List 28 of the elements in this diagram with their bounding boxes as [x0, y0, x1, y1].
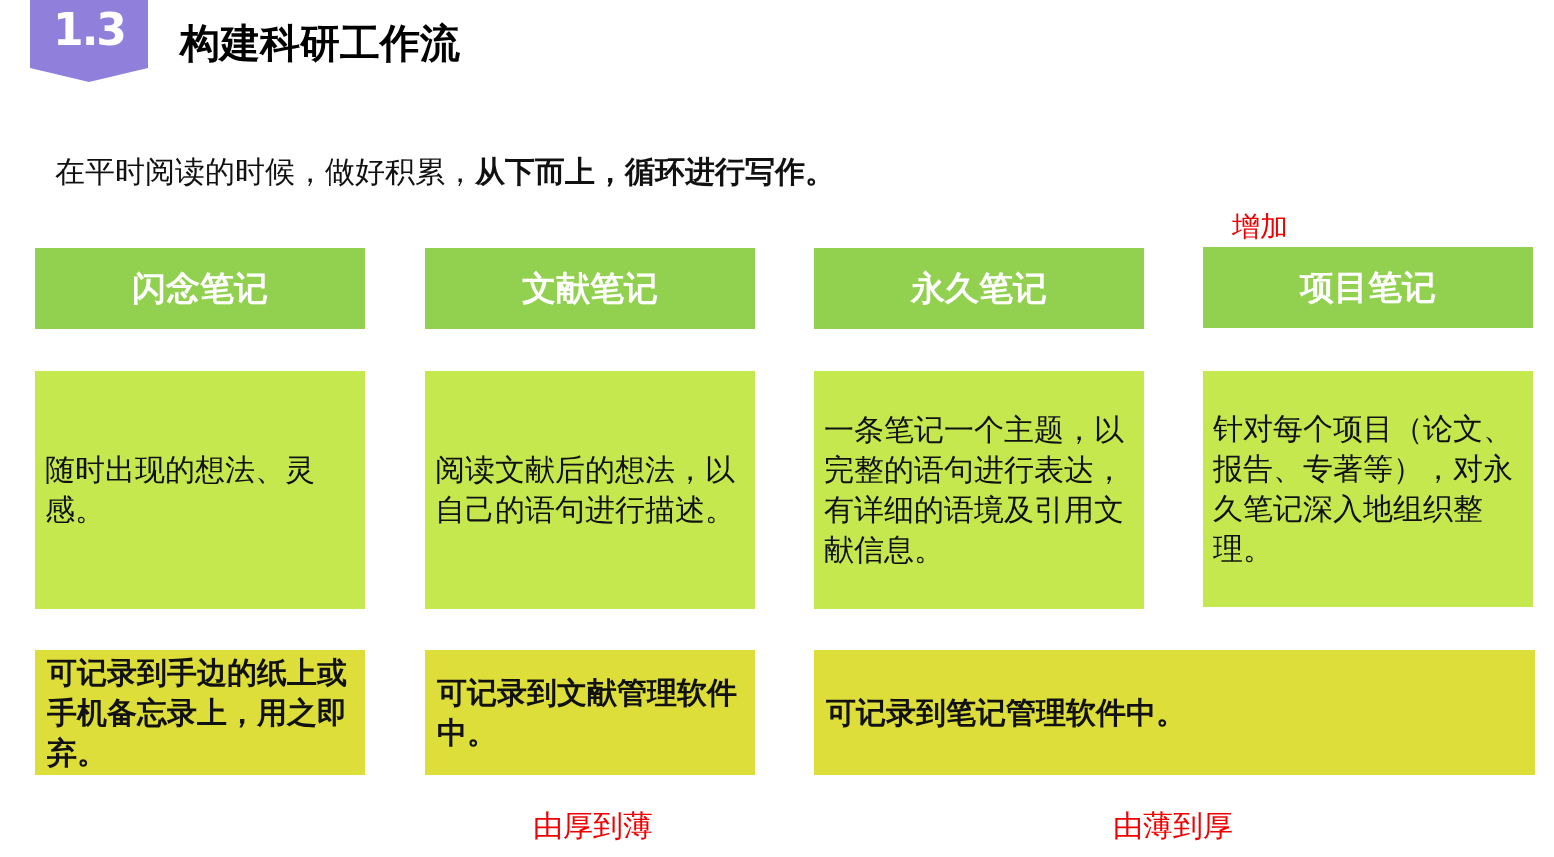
header-text: 文献笔记 [522, 266, 658, 310]
annotation-text: 由厚到薄 [533, 807, 653, 845]
header-text: 项目笔记 [1300, 265, 1436, 309]
note-card [814, 371, 1144, 609]
note-text: 可记录到文献管理软件中。 [437, 673, 738, 752]
intro-sentence: 在平时阅读的时候，做好积累，从下而上，循环进行写作。 [55, 153, 835, 191]
slide-title: 构建科研工作流 [180, 19, 460, 68]
header-text: 永久笔记 [911, 266, 1047, 310]
column-header [35, 248, 365, 329]
note-card [425, 371, 755, 609]
section-number: 1.3 [52, 4, 126, 55]
note-card [35, 371, 365, 609]
storage-card [425, 650, 755, 775]
section-badge [30, 0, 148, 82]
column-header [425, 248, 755, 329]
note-card [1203, 371, 1533, 607]
note-text: 针对每个项目（论文、报告、专著等），对永久笔记深入地组织整理。 [1213, 410, 1514, 568]
annotation-text: 增加 [1232, 209, 1288, 245]
note-text: 阅读文献后的想法，以自己的语句进行描述。 [435, 451, 736, 529]
note-text: 一条笔记一个主题，以完整的语句进行表达，有详细的语境及引用文献信息。 [824, 411, 1125, 569]
column-header [1203, 247, 1533, 328]
note-text: 随时出现的想法、灵感。 [45, 451, 316, 529]
storage-card [814, 650, 1535, 775]
header-text: 闪念笔记 [132, 266, 268, 310]
note-text: 可记录到笔记管理软件中。 [826, 693, 1186, 732]
note-text: 可记录到手边的纸上或手机备忘录上，用之即弃。 [47, 653, 348, 772]
annotation-text: 由薄到厚 [1113, 807, 1233, 845]
column-header [814, 248, 1144, 329]
